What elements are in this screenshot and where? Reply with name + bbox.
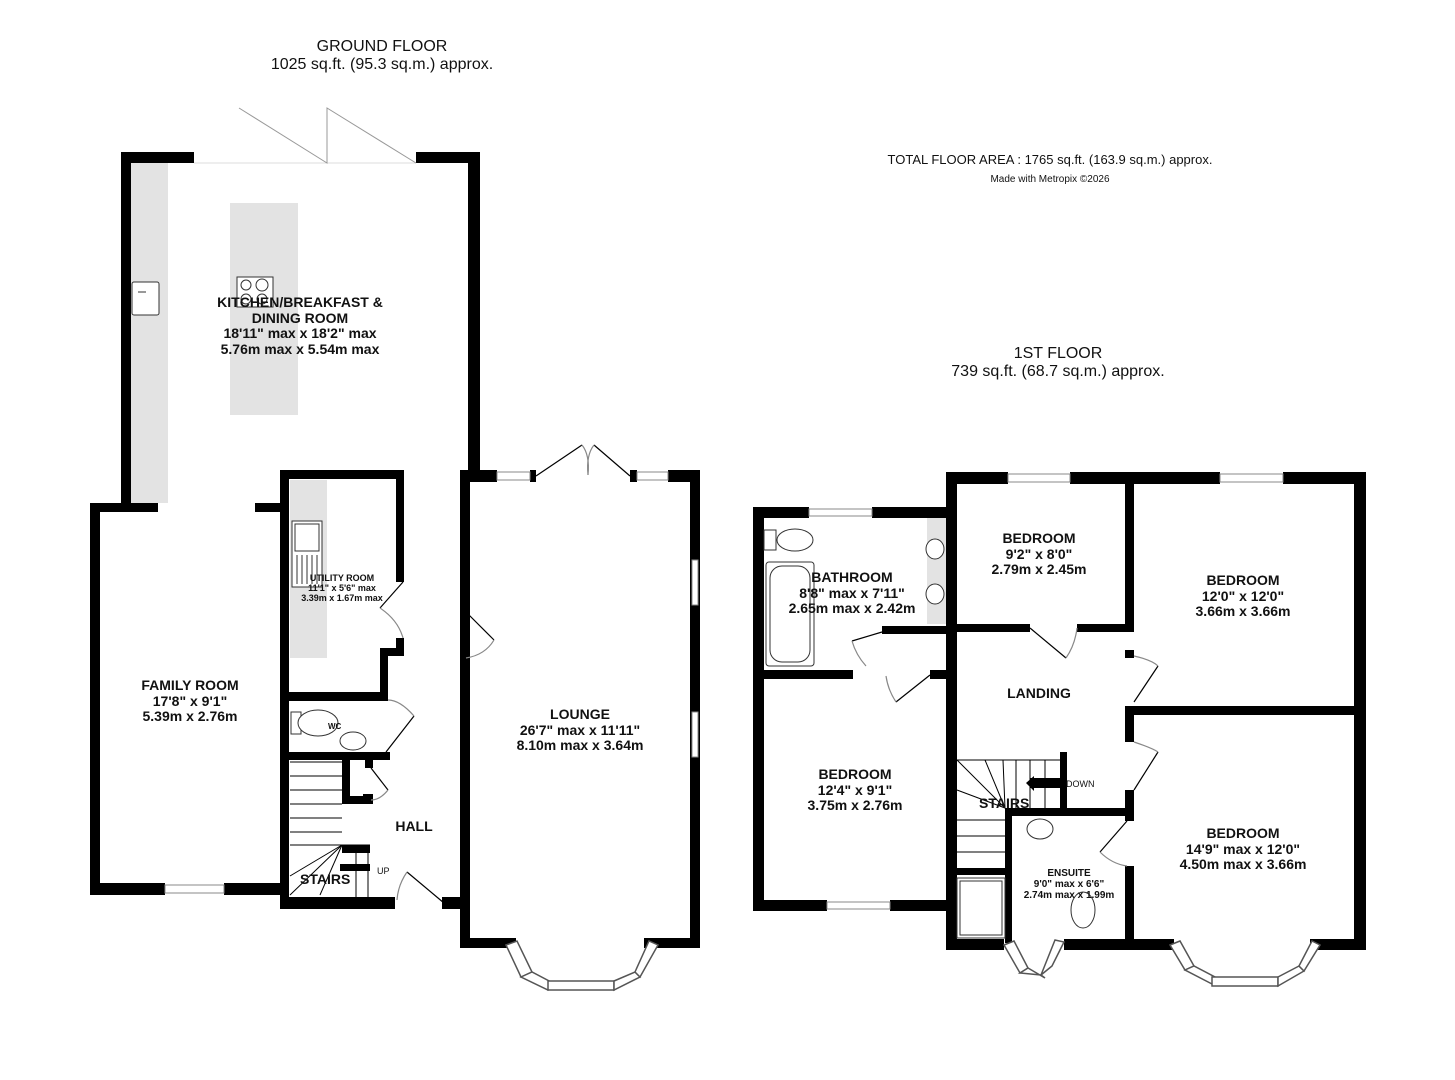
first-floor-title: 1ST FLOOR <box>1013 345 1103 362</box>
room-dims-metric: 3.39m x 1.67m max <box>301 593 383 604</box>
room-dims-metric: 3.66m x 3.66m <box>1195 603 1291 620</box>
ground-floor-title: GROUND FLOOR <box>316 38 448 55</box>
room-label-bedroom-front-right: BEDROOM 14'9" max x 12'0" 4.50m max x 3.… <box>1179 825 1307 873</box>
room-name: BEDROOM <box>1206 825 1280 841</box>
room-label-landing: LANDING <box>1007 685 1071 702</box>
kitchen-island <box>230 203 298 415</box>
room-label-bedroom-back-right: BEDROOM 12'0" x 12'0" 3.66m x 3.66m <box>1195 572 1291 620</box>
first-floor-plan <box>753 472 1366 988</box>
stairs-down-label: DOWN <box>1066 779 1095 789</box>
room-name: BEDROOM <box>1206 572 1280 588</box>
first-floor-header: 1ST FLOOR 739 sq.ft. (68.7 sq.m.) approx… <box>951 345 1164 382</box>
room-name: BEDROOM <box>1002 530 1076 546</box>
room-label-bedroom-front-left: BEDROOM 12'4" x 9'1" 3.75m x 2.76m <box>807 766 903 814</box>
room-dims-imperial: 12'0" x 12'0" <box>1201 587 1285 604</box>
room-name: KITCHEN/BREAKFAST & <box>217 294 383 310</box>
room-dims-imperial: 9'2" x 8'0" <box>1005 545 1073 562</box>
room-label-family: FAMILY ROOM 17'8" x 9'1" 5.39m x 2.76m <box>141 677 239 725</box>
bathroom-vanity <box>927 517 946 624</box>
room-label-utility: UTILITY ROOM 11'1" x 5'6" max 3.39m x 1.… <box>301 573 383 603</box>
room-label-bathroom: BATHROOM 8'8" max x 7'11" 2.65m max x 2.… <box>788 569 916 617</box>
room-label-hall: HALL <box>395 818 433 835</box>
room-name: FAMILY ROOM <box>141 677 239 693</box>
room-dims-metric: 2.65m max x 2.42m <box>788 600 916 617</box>
room-dims-metric: 2.74m max x 1.99m <box>1023 890 1115 902</box>
first-stairs-label: STAIRS <box>979 795 1030 811</box>
room-label-lounge: LOUNGE 26'7" max x 11'11" 8.10m max x 3.… <box>516 706 644 754</box>
room-dims-imperial: 9'0" max x 6'6" <box>1033 879 1105 891</box>
room-dims-metric: 2.79m x 2.45m <box>991 561 1087 578</box>
room-dims-imperial: 17'8" x 9'1" <box>152 692 228 709</box>
room-label-ensuite: ENSUITE 9'0" max x 6'6" 2.74m max x 1.99… <box>1024 868 1115 902</box>
room-name-line2: DINING ROOM <box>251 309 349 326</box>
ground-floor-header: GROUND FLOOR 1025 sq.ft. (95.3 sq.m.) ap… <box>271 38 493 75</box>
stairs-down-arrow <box>1026 776 1060 791</box>
room-dims-imperial: 11'1" x 5'6" max <box>308 583 376 594</box>
room-dims-imperial: 12'4" x 9'1" <box>817 781 893 798</box>
room-name: BEDROOM <box>818 766 892 782</box>
room-dims-imperial: 26'7" max x 11'11" <box>519 721 641 738</box>
room-name: BATHROOM <box>811 569 893 585</box>
room-name: HALL <box>395 818 433 834</box>
room-dims-metric: 5.39m x 2.76m <box>142 708 238 725</box>
room-dims-metric: 5.76m max x 5.54m max <box>220 341 380 358</box>
room-label-kitchen: KITCHEN/BREAKFAST & DINING ROOM 18'11" m… <box>217 294 383 358</box>
ground-floor-area: 1025 sq.ft. (95.3 sq.m.) approx. <box>270 56 494 74</box>
room-dims-metric: 3.75m x 2.76m <box>807 797 903 814</box>
first-floor-area: 739 sq.ft. (68.7 sq.m.) approx. <box>951 363 1165 381</box>
metropix-credit: Made with Metropix ©2026 <box>990 174 1110 185</box>
ground-floor-plan <box>90 107 700 992</box>
stairs-up-label: UP <box>377 866 390 876</box>
room-name: LOUNGE <box>550 706 610 722</box>
kitchen-counter-left <box>130 163 168 503</box>
room-name: LANDING <box>1007 685 1071 701</box>
room-dims-imperial: 8'8" max x 7'11" <box>799 584 905 601</box>
room-dims-imperial: 18'11" max x 18'2" max <box>223 325 377 342</box>
room-dims-imperial: 14'9" max x 12'0" <box>1185 840 1301 857</box>
room-dims-metric: 4.50m max x 3.66m <box>1179 856 1307 873</box>
room-dims-metric: 8.10m max x 3.64m <box>516 737 644 754</box>
room-name: UTILITY ROOM <box>309 573 375 583</box>
room-name: ENSUITE <box>1047 868 1091 879</box>
wc-label: WC <box>328 722 342 731</box>
stairs-up-arrow <box>340 864 370 871</box>
total-floor-area: TOTAL FLOOR AREA : 1765 sq.ft. (163.9 sq… <box>887 152 1213 167</box>
room-label-bedroom-small: BEDROOM 9'2" x 8'0" 2.79m x 2.45m <box>991 530 1087 578</box>
ground-stairs-label: STAIRS <box>300 871 351 887</box>
